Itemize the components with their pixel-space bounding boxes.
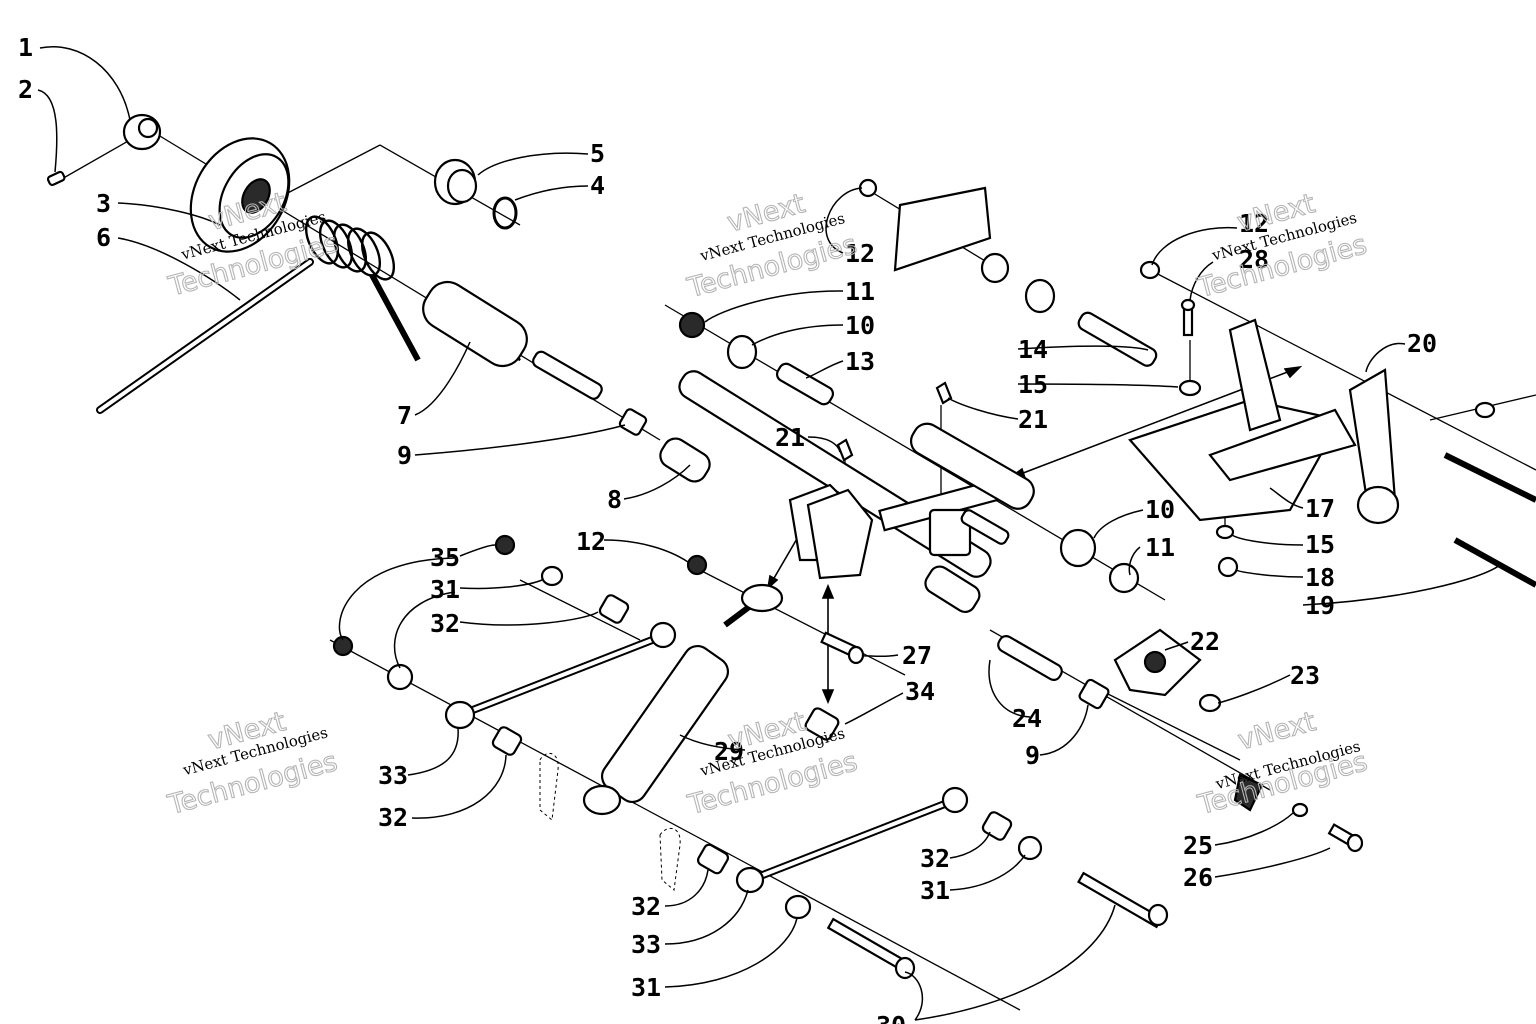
callout-21-a: 21 [775, 423, 805, 452]
spring-rod-part-6 [96, 258, 314, 414]
callout-2: 2 [18, 75, 33, 104]
shaft-end-part-24 [924, 565, 1110, 710]
callout-24: 24 [1012, 704, 1042, 733]
support-arm-part-20 [1348, 368, 1400, 525]
ghost-brackets [539, 752, 681, 891]
bolts-part-27-30 [820, 631, 1169, 980]
bolt-part-28-and-nuts [1139, 260, 1496, 578]
grease-fittings-part-21 [836, 381, 953, 462]
collar-part-1 [122, 113, 162, 151]
callout-31-a: 31 [430, 575, 460, 604]
callout-20: 20 [1407, 329, 1437, 358]
callout-31-c: 31 [631, 973, 661, 1002]
long-rods-part-19 [1443, 452, 1536, 588]
callout-19: 19 [1305, 591, 1335, 620]
callout-12-b: 12 [1239, 209, 1269, 238]
callout-32-c: 32 [920, 844, 950, 873]
callout-7: 7 [397, 401, 412, 430]
bushing-part-9-upper [618, 408, 648, 436]
callout-5: 5 [590, 139, 605, 168]
callout-17: 17 [1305, 494, 1335, 523]
callout-22: 22 [1190, 627, 1220, 656]
callout-33-a: 33 [378, 761, 408, 790]
leader-lines [37, 46, 1501, 1021]
callout-33-b: 33 [631, 930, 661, 959]
bushing-rod [532, 350, 603, 400]
callout-29: 29 [714, 737, 744, 766]
callout-25: 25 [1183, 831, 1213, 860]
watermark-upper-left: vNext vNext Technologies Technologies [164, 186, 342, 303]
callout-34: 34 [905, 677, 935, 706]
washer-bolt-parts-25-26 [1233, 773, 1364, 853]
callout-15-b: 15 [1305, 530, 1335, 559]
callout-18: 18 [1305, 563, 1335, 592]
callout-28-a: 28 [1239, 245, 1269, 274]
watermark-lower-right: vNext vNext Technologies Technologies [1194, 706, 1372, 822]
watermark-upper-right: vNext vNext Technologies Technologies [1193, 188, 1371, 305]
callout-35: 35 [430, 543, 460, 572]
torsion-spring [304, 215, 421, 362]
callout-32-d: 32 [631, 892, 661, 921]
callout-15-a: 15 [1018, 370, 1048, 399]
callout-10-a: 10 [845, 311, 875, 340]
callout-1: 1 [18, 33, 33, 62]
callout-11-b: 11 [1145, 533, 1175, 562]
callout-32-a: 32 [430, 609, 460, 638]
idler-wheel-part-3 [189, 137, 291, 253]
callout-26: 26 [1183, 863, 1213, 892]
callout-labels: 1 2 3 6 5 4 7 9 8 12 11 10 13 12 28 14 1… [18, 33, 1437, 1024]
callout-32-b: 32 [378, 803, 408, 832]
link-arm-lower [735, 786, 969, 894]
callout-12-a: 12 [845, 239, 875, 268]
link-arm-upper [444, 621, 677, 730]
callout-30: 30 [876, 1011, 906, 1024]
callout-6: 6 [96, 223, 111, 252]
callout-4: 4 [590, 171, 605, 200]
callout-3: 3 [96, 189, 111, 218]
callout-27: 27 [902, 641, 932, 670]
callout-13: 13 [845, 347, 875, 376]
cross-shaft-bracket [788, 422, 1035, 580]
callout-31-b: 31 [920, 876, 950, 905]
callout-12-c: 12 [576, 527, 606, 556]
callout-14: 14 [1018, 335, 1048, 364]
slide-rail-bracket-part-17 [1128, 318, 1357, 522]
pivot-block-part-22 [1113, 628, 1222, 713]
callout-21-b: 21 [1018, 405, 1048, 434]
callout-9-upper: 9 [397, 441, 412, 470]
pin-part-2 [46, 170, 66, 187]
svg-text:vNext: vNext [1235, 706, 1319, 756]
callout-23: 23 [1290, 661, 1320, 690]
callout-11-a: 11 [845, 277, 875, 306]
callout-10-b: 10 [1145, 495, 1175, 524]
watermark-lower-left: vNext vNext Technologies Technologies [164, 706, 342, 822]
callout-8: 8 [607, 485, 622, 514]
sleeve-part-7 [422, 280, 528, 368]
snap-ring-part-4 [492, 196, 518, 230]
callout-9-lower: 9 [1025, 741, 1040, 770]
watermark-upper-center: vNext vNext Technologies Technologies [683, 188, 861, 305]
cap-part-5 [433, 158, 478, 206]
